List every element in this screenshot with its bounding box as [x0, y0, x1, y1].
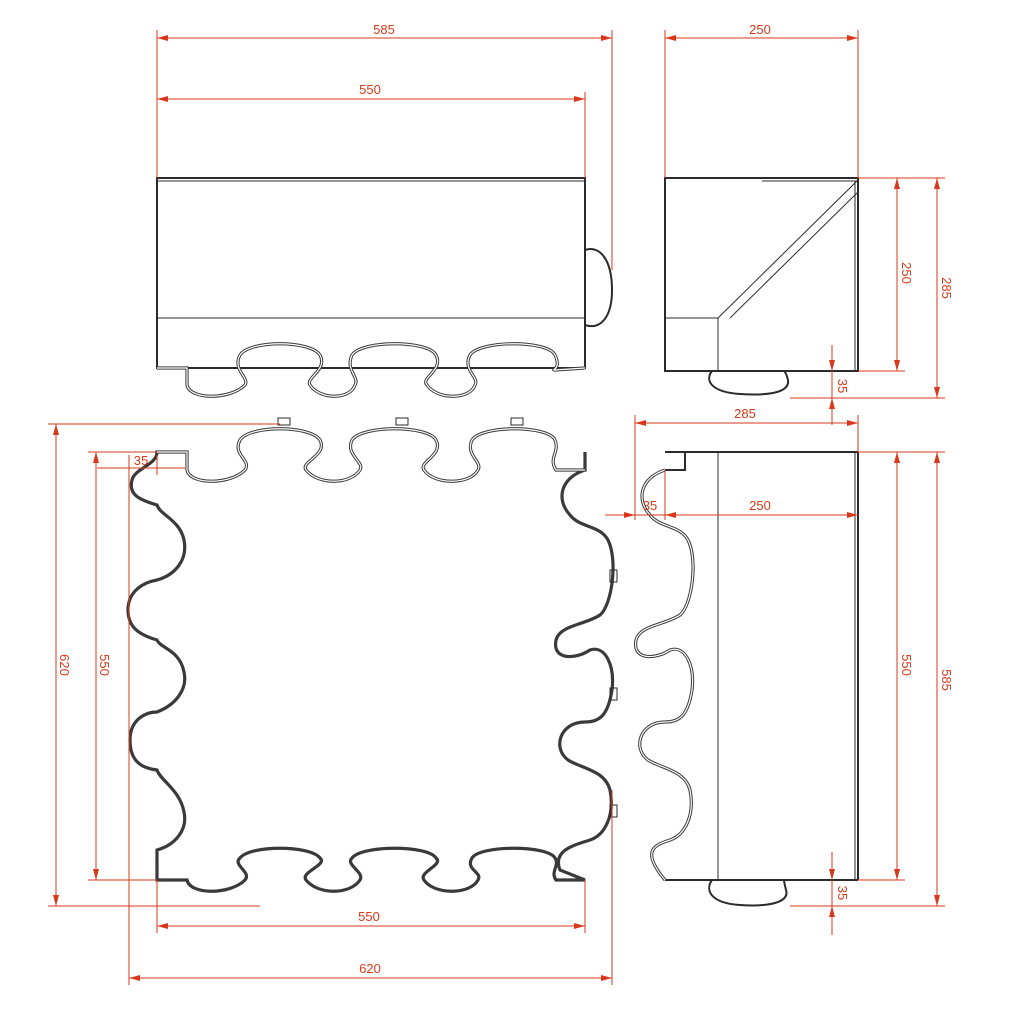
plan-view-dim-35: 35 — [97, 453, 185, 985]
dim-label: 35 — [134, 453, 148, 468]
plan-view-dim-550-horizontal: 550 — [156, 880, 586, 933]
front-view-body — [156, 177, 586, 369]
right-view-dim-250: 250 — [665, 498, 858, 518]
right-view-dim-35: 35 — [605, 470, 676, 520]
dim-label: 250 — [899, 262, 914, 284]
dim-label: 550 — [358, 909, 380, 924]
right-view-dim-585: 585 — [790, 451, 954, 907]
plan-view-dim-620-horizontal: 620 — [129, 790, 613, 985]
right-view-dim-285: 285 — [634, 406, 859, 520]
plan-view-dim-620-vertical: 620 — [48, 423, 280, 907]
dim-label: 585 — [939, 669, 954, 691]
front-view-nub — [584, 248, 614, 328]
right-view: 285 35 250 550 585 — [605, 406, 954, 935]
side-view-dim-250-right: 250 — [858, 177, 914, 372]
dim-label: 620 — [359, 961, 381, 976]
dim-label: 550 — [359, 82, 381, 97]
dim-label: 585 — [373, 22, 395, 37]
right-view-dim-35-bottom: 35 — [829, 852, 850, 935]
side-view-body — [664, 177, 859, 372]
plan-view-puzzle-outline — [126, 427, 615, 893]
dim-label: 285 — [734, 406, 756, 421]
front-view-puzzle-edge — [157, 342, 586, 398]
dim-label: 250 — [749, 22, 771, 37]
dim-label: 550 — [97, 654, 112, 676]
side-view-dim-35: 35 — [829, 345, 850, 425]
front-view: 585 550 — [156, 22, 614, 398]
dim-label: 250 — [749, 498, 771, 513]
dim-label: 35 — [643, 498, 657, 513]
dim-label: 550 — [899, 654, 914, 676]
right-view-puzzle-edge — [634, 468, 695, 882]
front-view-dim-585: 585 — [156, 22, 613, 270]
side-view-dim-285: 285 — [790, 177, 954, 399]
dim-label: 35 — [835, 886, 850, 900]
plan-view: 35 550 620 550 — [48, 417, 618, 985]
side-view: 250 250 285 35 — [664, 22, 954, 425]
right-view-nub — [708, 879, 788, 907]
plan-view-dim-550-vertical: 550 — [88, 451, 157, 881]
side-view-dim-250-top: 250 — [664, 22, 859, 178]
dim-label: 285 — [939, 277, 954, 299]
side-view-nub — [708, 370, 790, 396]
right-view-dim-550: 550 — [858, 451, 914, 881]
right-view-corner — [665, 451, 686, 471]
dim-label: 620 — [57, 654, 72, 676]
dim-label: 35 — [835, 379, 850, 393]
front-view-dim-550: 550 — [157, 82, 586, 178]
